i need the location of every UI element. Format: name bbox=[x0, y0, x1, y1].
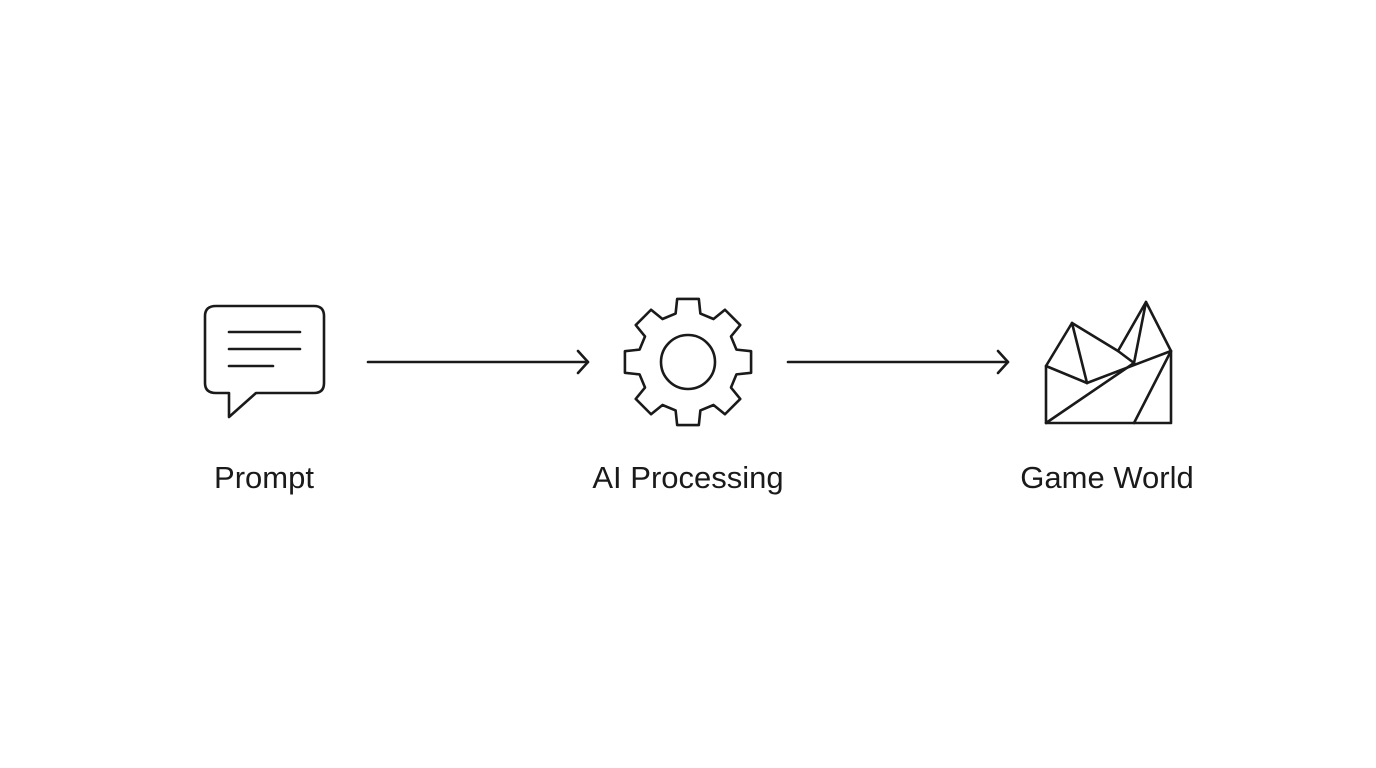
polygon-mountain-icon bbox=[1044, 300, 1173, 425]
arrow-prompt-to-ai bbox=[366, 349, 590, 375]
chat-bubble-icon bbox=[203, 304, 326, 419]
step-label-game-world: Game World bbox=[1020, 460, 1194, 495]
gear-icon bbox=[623, 297, 753, 427]
step-label-ai-processing: AI Processing bbox=[592, 460, 784, 495]
step-label-prompt: Prompt bbox=[214, 460, 314, 495]
arrow-ai-to-game bbox=[786, 349, 1010, 375]
